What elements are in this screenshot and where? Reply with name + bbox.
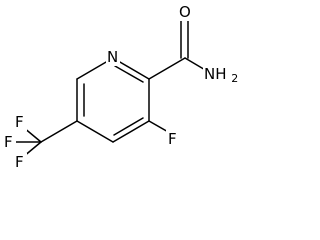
bond-c2-carbonyl [148, 57, 186, 80]
bond-c3-c4 [112, 120, 150, 143]
ring-nitrogen-label: N [107, 48, 118, 66]
ring-fluorine-bg [166, 130, 180, 148]
cf3-fluorine-left-label: F [4, 133, 13, 151]
carbonyl-oxygen-label: O [179, 3, 191, 21]
bond-n-c2-inner [114, 65, 144, 83]
amide-h-subscript: 2 [231, 72, 238, 85]
ring-nitrogen-bg [106, 48, 120, 66]
carbonyl-oxygen-bg [177, 3, 193, 21]
cf3-f-left-bg [2, 133, 16, 151]
amide-nh-bg [203, 64, 237, 84]
atom-label-layer: N O NH 2 F F F F [4, 3, 238, 171]
bond-c4-c5 [76, 120, 114, 143]
amide-nh2-label: NH 2 [204, 65, 238, 85]
cf3-f-top-bg [13, 113, 27, 131]
label-background-layer [2, 3, 237, 171]
cf3-fluorine-top-label: F [15, 113, 24, 131]
bond-c3-c4-inner [113, 117, 144, 136]
ring-fluorine-label: F [168, 130, 177, 148]
cf3-fluorine-bottom-label: F [15, 153, 24, 171]
chemical-structure-diagram: N O NH 2 F F F F [2, 3, 238, 171]
bond-c5-cf3 [40, 120, 78, 143]
cf3-f-bottom-bg [13, 153, 27, 171]
amide-nh-text: NH [204, 65, 227, 83]
